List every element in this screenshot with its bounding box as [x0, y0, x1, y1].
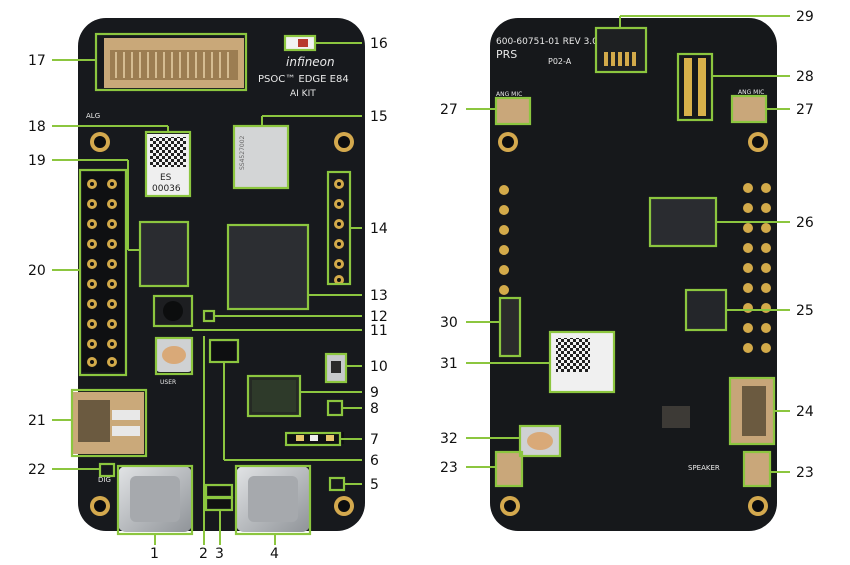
back-jumper-pads [684, 58, 706, 116]
callout-21: 21 [28, 413, 46, 429]
board-subtitle: AI KIT [290, 89, 316, 99]
back-rev: P02-A [548, 57, 572, 66]
callout-19: 19 [28, 153, 46, 169]
brand-logo: infineon [286, 55, 335, 69]
callout-16: 16 [370, 36, 388, 52]
callout-10: 10 [370, 359, 388, 375]
callout-23-left: 23 [440, 460, 458, 476]
back-right-pin-header [743, 183, 771, 353]
callout-8: 8 [370, 401, 379, 417]
back-ang-mic-right: ANG MIC [738, 89, 764, 96]
qr-label-number: 00036 [152, 184, 181, 194]
back-ic-chip [686, 290, 726, 330]
callout-17: 17 [28, 53, 46, 69]
callout-27-right: 27 [796, 102, 814, 118]
qr-label-es: ES [160, 173, 172, 183]
callout-23-right: 23 [796, 465, 814, 481]
callout-20: 20 [28, 263, 46, 279]
back-speaker-label: SPEAKER [688, 464, 720, 472]
callout-32: 32 [440, 431, 458, 447]
alg-label: ALG [86, 112, 100, 120]
back-mic-bottom-right [744, 452, 770, 486]
memory-chip [140, 222, 188, 286]
callout-7: 7 [370, 432, 379, 448]
small-ic [210, 342, 236, 362]
callout-9: 9 [370, 385, 379, 401]
callout-27-left: 27 [440, 102, 458, 118]
callout-11: 11 [370, 323, 388, 339]
callout-12: 12 [370, 309, 388, 325]
board-title: PSOC™ EDGE E84 [258, 74, 349, 85]
sensor-module-label: SS4527002 [239, 135, 246, 170]
callout-24: 24 [796, 404, 814, 420]
callout-15: 15 [370, 109, 388, 125]
back-mic-right [732, 96, 766, 122]
callout-22: 22 [28, 462, 46, 478]
sensor-module [234, 126, 288, 188]
callout-30: 30 [440, 315, 458, 331]
back-leader-lines [466, 15, 790, 473]
back-fpc-connector [500, 298, 520, 356]
callout-31: 31 [440, 356, 458, 372]
dig-label: DIG [98, 476, 111, 484]
back-mic-left [496, 98, 530, 124]
callout-14: 14 [370, 221, 388, 237]
callout-18: 18 [28, 119, 46, 135]
callout-1: 1 [150, 546, 159, 562]
callout-26: 26 [796, 215, 814, 231]
back-prs: PRS [496, 48, 517, 61]
back-board: 600-60751-01 REV 3.0 PRS P02-A ANG MIC A… [440, 9, 814, 531]
callout-3: 3 [215, 546, 224, 562]
back-board-pcb [490, 18, 777, 531]
left-pin-header [82, 172, 124, 372]
right-pin-header [334, 179, 344, 285]
callout-4: 4 [270, 546, 279, 562]
callout-6: 6 [370, 453, 379, 469]
callout-5: 5 [370, 477, 379, 493]
front-board: infineon PSOC™ EDGE E84 AI KIT ALG ES 00… [28, 18, 388, 562]
callout-13: 13 [370, 288, 388, 304]
callout-29: 29 [796, 9, 814, 25]
callout-25: 25 [796, 303, 814, 319]
callout-28: 28 [796, 69, 814, 85]
back-mic-bottom-left [496, 452, 522, 486]
back-ang-mic-left: ANG MIC [496, 91, 522, 98]
back-flash-chip [650, 198, 716, 246]
user-button-label: USER [160, 379, 176, 386]
back-part-number: 600-60751-01 REV 3.0 [496, 37, 598, 47]
main-mcu [228, 225, 308, 309]
callout-2: 2 [199, 546, 208, 562]
front-leader-lines [52, 42, 362, 545]
